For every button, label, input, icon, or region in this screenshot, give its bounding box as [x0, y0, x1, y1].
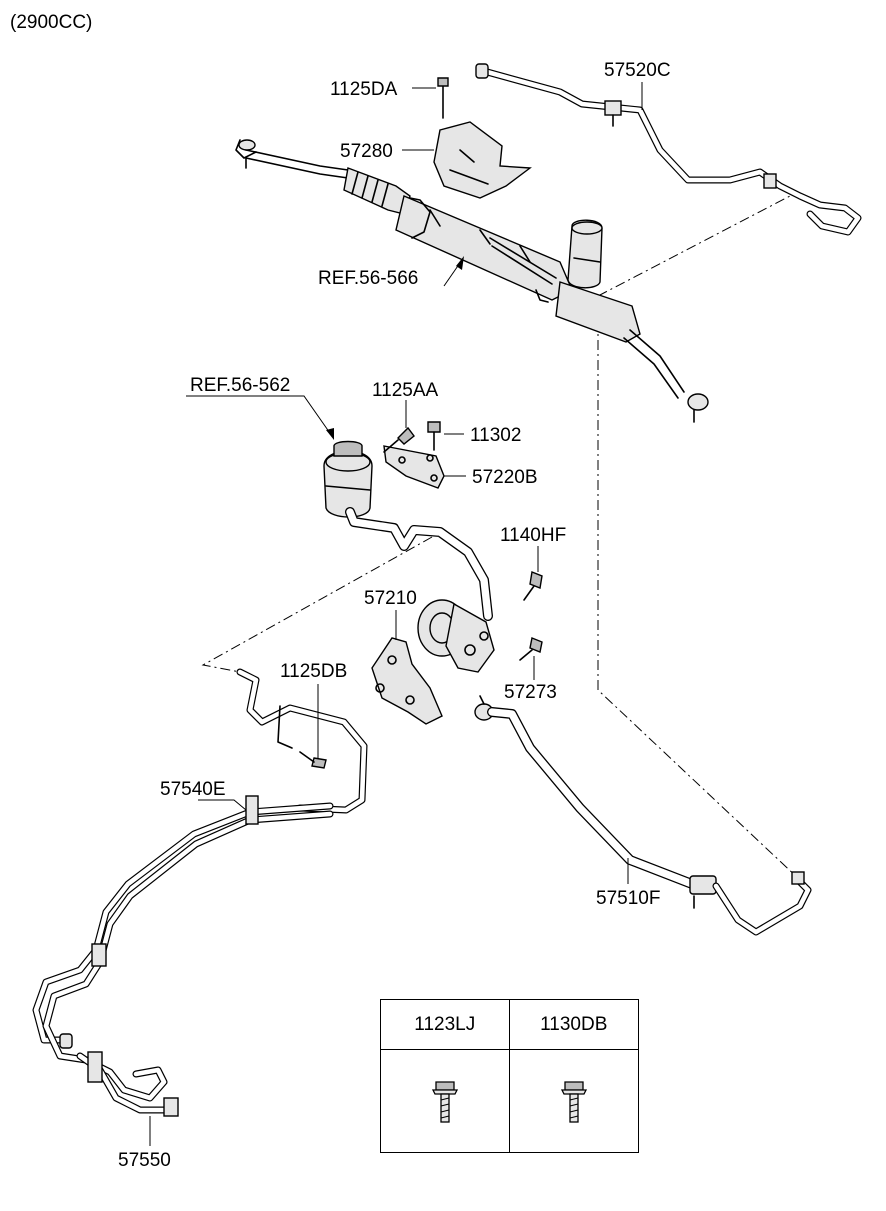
reference-lines [201, 195, 801, 881]
flange-bolt-icon [431, 1081, 458, 1123]
label-57210: 57210 [364, 588, 417, 609]
part-labels: 1125DA 57520C 57280 REF.56-566 REF.56-56… [118, 60, 671, 1171]
label-57220b: 57220B [472, 467, 538, 488]
label-57520c: 57520C [604, 60, 671, 81]
label-57550: 57550 [118, 1150, 171, 1171]
label-57280: 57280 [340, 141, 393, 162]
suction-hose [345, 507, 493, 621]
return-hose-57520c [475, 63, 862, 236]
engine-note: (2900CC) [10, 12, 93, 33]
flange-bolt-icon [560, 1081, 587, 1123]
label-1125da: 1125DA [330, 79, 398, 100]
label-1125db: 1125DB [280, 661, 347, 682]
table-header-1123lj: 1123LJ [381, 1000, 510, 1050]
label-57540e: 57540E [160, 779, 226, 800]
table-header-1130db: 1130DB [509, 1000, 638, 1050]
table-cell-1130db [510, 1050, 639, 1152]
cooler-lines-57540e [32, 668, 368, 1117]
label-11302: 11302 [470, 425, 521, 446]
label-57510f: 57510F [596, 888, 660, 909]
label-57273: 57273 [504, 682, 557, 703]
label-ref-56-562: REF.56-562 [190, 375, 290, 396]
label-ref-56-566: REF.56-566 [318, 268, 418, 289]
table-cell-1123lj [381, 1050, 510, 1152]
label-1140hf: 1140HF [500, 525, 566, 546]
leader-lines [149, 82, 643, 1146]
power-steering-pump [371, 571, 543, 725]
label-1125aa: 1125AA [372, 380, 439, 401]
fastener-table: 1123LJ 1130DB [380, 999, 639, 1153]
steering-gear-rack [235, 77, 709, 423]
reservoir-assembly [186, 395, 445, 518]
pressure-hose-57510f [487, 707, 812, 936]
